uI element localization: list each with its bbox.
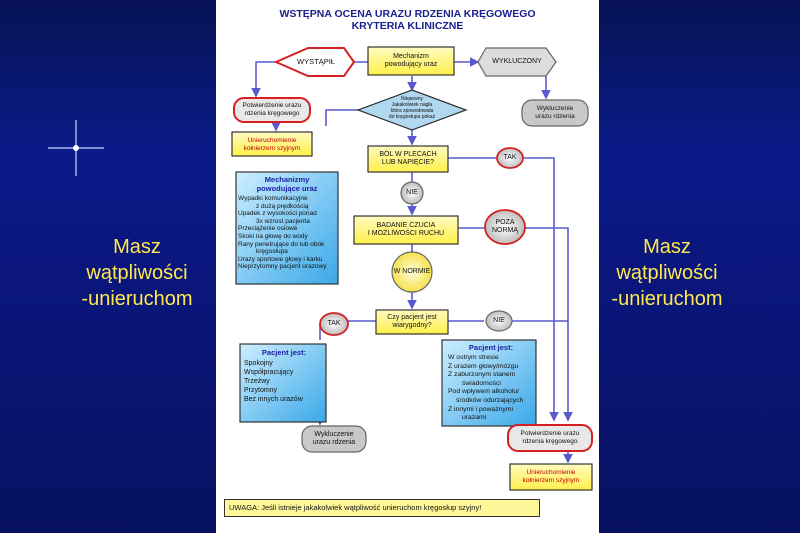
pacjent-heading-2: Pacjent jest:	[468, 343, 514, 352]
list-item: Bez innych urazów	[244, 396, 303, 403]
list-item: Pod wpływem alkoholu/	[448, 388, 520, 396]
wystapil-label: WYSTĄPIŁ	[297, 57, 335, 66]
poza-norma-circle	[484, 209, 526, 245]
niepewny-label: Niepewny Jakakolwiek nagła która spowodo…	[388, 96, 436, 120]
list-item: Wypadki komunikacyjne	[238, 195, 308, 202]
potwierdzenie-label-2: Potwierdzenie urazu rdzenia kręgowego	[520, 430, 580, 445]
w-normie-label: W NORMIE	[393, 268, 431, 275]
list-item: Współpracujący	[244, 369, 294, 376]
pacjent-list-1: Pacjent jest: Spokojny Współpracujący Tr…	[244, 348, 324, 404]
unieruchomienie-box-2	[509, 463, 593, 491]
list-item: Z urazem głowy/mózgu	[448, 362, 519, 370]
nie-label-1: NIE	[406, 189, 418, 196]
flowchart-slide: WSTĘPNA OCENA URAZU RDZENIA KRĘGOWEGO KR…	[216, 0, 599, 533]
wykluczenie-label-2: Wykluczenie urazu rdzenia	[312, 431, 356, 446]
list-item: 3x wzrost pacjenta	[256, 217, 310, 225]
list-item: środków odurzających	[456, 396, 524, 404]
tak-circle-1	[496, 147, 524, 169]
wiarygodny-label: Czy pacjent jest wiarygodny?	[387, 314, 437, 329]
badanie-label: BADANIE CZUCIA I MOŻLIWOŚCI RUCHU	[367, 222, 445, 237]
pacjent-list-2: Pacjent jest: W ostrym stresie Z urazem …	[448, 343, 534, 423]
mechanizm-box	[367, 46, 455, 76]
tak-label-2: TAK	[327, 320, 341, 327]
list-item: świadomości	[462, 379, 501, 387]
unieruchomienie-box-1	[231, 131, 313, 157]
niepewny-diamond	[356, 89, 468, 131]
flowchart-graphics	[231, 46, 593, 491]
list-item: Upadek z wysokości ponad	[238, 210, 317, 218]
list-item: Nieprzytomny pacjent urazowy	[238, 263, 327, 271]
mechanizm-label: Mechanizm powodujący uraz	[384, 53, 438, 68]
tak-label-1: TAK	[503, 154, 517, 161]
badanie-box	[353, 215, 459, 245]
wystapil-shape	[273, 47, 356, 77]
mechanizmy-heading: Mechanizmy powodujące uraz	[256, 175, 318, 193]
list-item: Przytomny	[244, 387, 278, 394]
list-item: Z zaburzonym stanem	[448, 371, 516, 379]
list-item: Przeciążenie osiowe	[238, 225, 298, 233]
bol-box	[367, 145, 449, 173]
potwierdzenie-box-2	[507, 424, 593, 452]
potwierdzenie-box-1	[233, 97, 311, 123]
mechanizmy-box	[235, 171, 339, 285]
pacjent-box-2	[441, 339, 537, 427]
list-item: Skoki na głowę do wody	[238, 232, 308, 240]
unieruchomienie-label-2: Unieruchomienie kołnierzem szyjnym	[522, 469, 580, 484]
list-item: Spokojny	[244, 360, 273, 367]
wykluczenie-label-1: Wykluczenie urazu rdzenia	[535, 105, 575, 120]
wykluczenie-box-2	[301, 425, 367, 453]
list-item: urazami	[462, 414, 487, 422]
nie-circle-1	[400, 181, 424, 205]
nie-circle-2	[485, 310, 513, 332]
flowchart-title: WSTĘPNA OCENA URAZU RDZENIA KRĘGOWEGO KR…	[279, 8, 536, 32]
poza-norma-label: POZA NORMĄ	[491, 219, 519, 234]
list-item: W ostrym stresie	[448, 354, 499, 361]
bol-label: BÓL W PLECACH LUB NAPIĘCIE?	[379, 151, 437, 166]
side-text-left: Masz wątpliwości -unieruchom	[81, 236, 193, 310]
pacjent-box-1	[239, 343, 327, 423]
wykluczony-shape	[477, 47, 557, 77]
side-text-right: Masz wątpliwości -unieruchom	[611, 236, 723, 310]
list-item: Z innymi i poważnymi	[448, 405, 513, 413]
wykluczony-label: WYKLUCZONY	[492, 58, 542, 65]
tak-circle-2	[319, 312, 349, 336]
list-item: Urazy sportowe głowy i karku	[238, 255, 323, 263]
warning-box: UWAGA: Jeśli istnieje jakakolwiek wątpli…	[224, 499, 540, 517]
list-item: Trzeźwy	[244, 378, 270, 385]
wiarygodny-box	[375, 309, 449, 335]
pacjent-heading-1: Pacjent jest:	[261, 348, 307, 357]
mechanizmy-list: Mechanizmy powodujące uraz Wypadki komun…	[238, 175, 336, 271]
wykluczenie-box-1	[521, 99, 589, 127]
sparkle-icon	[48, 120, 104, 176]
list-item: z dużą prędkością	[256, 202, 309, 210]
list-item: Rany penetrujące do lub obok	[238, 240, 325, 248]
w-normie-circle	[391, 251, 433, 293]
unieruchomienie-label-1: Unieruchomienie kołnierzem szyjnym	[243, 137, 301, 152]
nie-label-2: NIE	[493, 317, 505, 324]
list-item: kręgosłupa	[256, 248, 288, 256]
potwierdzenie-label-1: Potwierdzenie urazu rdzenia kręgowego	[242, 102, 302, 117]
